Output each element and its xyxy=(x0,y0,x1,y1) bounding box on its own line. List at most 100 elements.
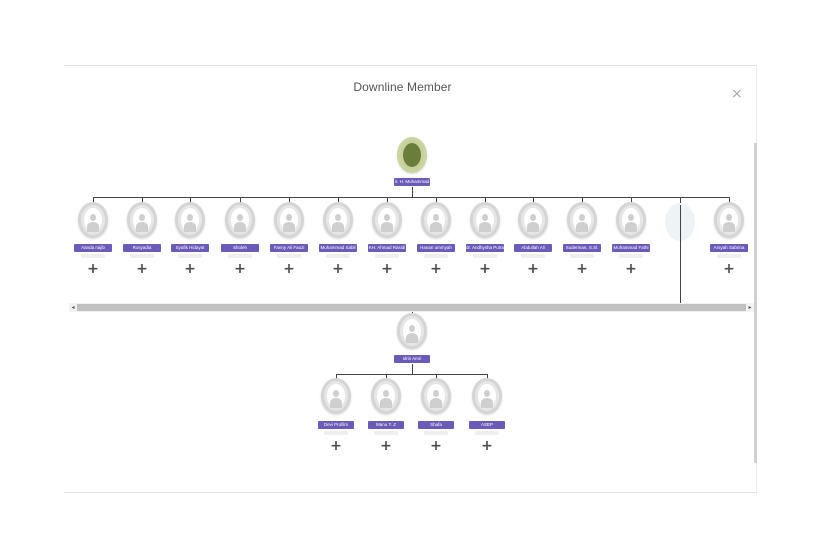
root-name-badge[interactable]: ir. H. Muhammad xyxy=(394,178,430,186)
member-name-badge[interactable]: Devi Profilm xyxy=(318,421,354,429)
member-name-badge[interactable]: Hanan ummyah xyxy=(417,244,455,252)
person-head-icon xyxy=(481,213,489,222)
member-subtext xyxy=(473,254,497,258)
add-member-plus-icon[interactable]: + xyxy=(625,261,637,277)
member-avatar[interactable] xyxy=(175,202,205,238)
member-name-badge[interactable]: Syafik Hidayat xyxy=(171,244,209,252)
avatar-frame xyxy=(720,208,738,232)
scrollbar-thumb[interactable] xyxy=(77,304,746,311)
member-name-badge[interactable]: Muhammad Fathi xyxy=(612,244,650,252)
root-avatar[interactable] xyxy=(397,137,427,173)
member-avatar[interactable] xyxy=(372,202,402,238)
member-avatar[interactable] xyxy=(421,378,451,414)
selected-avatar[interactable] xyxy=(397,313,427,349)
member-name-badge[interactable]: dr. Andhysha Putra xyxy=(466,244,504,252)
member-avatar[interactable] xyxy=(714,202,744,238)
member-name-badge[interactable]: Arsyah Sabrina xyxy=(710,244,748,252)
member-name-badge[interactable]: Rosyadia xyxy=(123,244,161,252)
add-member-plus-icon[interactable]: + xyxy=(576,261,588,277)
vertical-scrollbar[interactable] xyxy=(754,143,757,463)
avatar-frame xyxy=(622,208,640,232)
member-avatar[interactable] xyxy=(567,202,597,238)
avatar-frame xyxy=(329,208,347,232)
member-avatar[interactable] xyxy=(127,202,157,238)
member-avatar[interactable] xyxy=(78,202,108,238)
level1-drop-line xyxy=(142,197,143,203)
add-member-plus-icon[interactable]: + xyxy=(381,261,393,277)
scroll-right-arrow-icon[interactable]: ▸ xyxy=(748,304,752,311)
member-subtext xyxy=(717,254,741,258)
person-head-icon xyxy=(332,389,340,398)
person-body-icon xyxy=(625,221,637,232)
add-member-plus-icon[interactable]: + xyxy=(234,261,246,277)
level1-drop-line xyxy=(680,197,681,203)
selected-name-badge[interactable]: Idris Amri xyxy=(394,355,430,363)
avatar-frame xyxy=(573,208,591,232)
downline-modal xyxy=(64,65,757,493)
member-avatar[interactable] xyxy=(323,202,353,238)
add-member-plus-icon[interactable]: + xyxy=(283,261,295,277)
person-body-icon xyxy=(332,221,344,232)
close-icon[interactable]: × xyxy=(731,86,743,102)
add-member-plus-icon[interactable]: + xyxy=(430,261,442,277)
person-body-icon xyxy=(406,332,418,343)
scroll-left-arrow-icon[interactable]: ◂ xyxy=(71,304,75,311)
add-member-plus-icon[interactable]: + xyxy=(332,261,344,277)
member-avatar[interactable] xyxy=(470,202,500,238)
member-avatar[interactable] xyxy=(421,202,451,238)
member-name-badge[interactable]: Aanda najib xyxy=(74,244,112,252)
level1-drop-line xyxy=(436,197,437,203)
person-head-icon xyxy=(89,213,97,222)
member-subtext xyxy=(326,254,350,258)
member-avatar[interactable] xyxy=(225,202,255,238)
member-name-badge[interactable]: Shafa xyxy=(418,421,454,429)
level1-drop-line xyxy=(240,197,241,203)
member-subtext xyxy=(570,254,594,258)
avatar-frame xyxy=(476,208,494,232)
person-head-icon xyxy=(186,213,194,222)
member-subtext xyxy=(475,431,499,435)
member-avatar[interactable] xyxy=(321,378,351,414)
avatar-frame xyxy=(231,208,249,232)
member-name-badge[interactable]: ASEP xyxy=(469,421,505,429)
add-member-plus-icon[interactable]: + xyxy=(479,261,491,277)
member-avatar[interactable] xyxy=(472,378,502,414)
member-name-badge[interactable]: Fanny Ali Fauzi xyxy=(270,244,308,252)
add-member-plus-icon[interactable]: + xyxy=(430,438,442,454)
add-member-plus-icon[interactable]: + xyxy=(136,261,148,277)
person-head-icon xyxy=(529,213,537,222)
member-avatar[interactable] xyxy=(616,202,646,238)
add-member-plus-icon[interactable]: + xyxy=(87,261,99,277)
member-name-badge[interactable]: Suderman, S.Sl. xyxy=(563,244,601,252)
add-member-plus-icon[interactable]: + xyxy=(723,261,735,277)
member-name-badge[interactable]: Muhammad Sabil xyxy=(319,244,357,252)
add-member-plus-icon[interactable]: + xyxy=(330,438,342,454)
person-body-icon xyxy=(330,397,342,408)
horizontal-scrollbar[interactable]: ◂ ▸ xyxy=(69,303,754,312)
level2-drop-line xyxy=(436,374,437,380)
member-name-badge[interactable]: KH. Ahmad Rasidi xyxy=(368,244,406,252)
member-avatar[interactable] xyxy=(518,202,548,238)
person-body-icon xyxy=(184,221,196,232)
add-member-plus-icon[interactable]: + xyxy=(481,438,493,454)
member-avatar[interactable] xyxy=(274,202,304,238)
selected-down-line xyxy=(412,364,413,374)
person-body-icon xyxy=(136,221,148,232)
avatar-frame xyxy=(327,384,345,408)
member-subtext xyxy=(81,254,105,258)
add-member-plus-icon[interactable]: + xyxy=(527,261,539,277)
person-body-icon xyxy=(87,221,99,232)
member-avatar[interactable] xyxy=(371,378,401,414)
member-name-badge[interactable]: Manu T. Z xyxy=(368,421,404,429)
member-name-badge[interactable]: Abdullah Ali xyxy=(514,244,552,252)
person-body-icon xyxy=(576,221,588,232)
avatar-frame xyxy=(377,384,395,408)
add-member-plus-icon[interactable]: + xyxy=(380,438,392,454)
member-subtext xyxy=(178,254,202,258)
add-member-plus-icon[interactable]: + xyxy=(184,261,196,277)
member-name-badge[interactable]: Sholeh xyxy=(221,244,259,252)
person-body-icon xyxy=(430,397,442,408)
person-head-icon xyxy=(236,213,244,222)
avatar-frame xyxy=(280,208,298,232)
